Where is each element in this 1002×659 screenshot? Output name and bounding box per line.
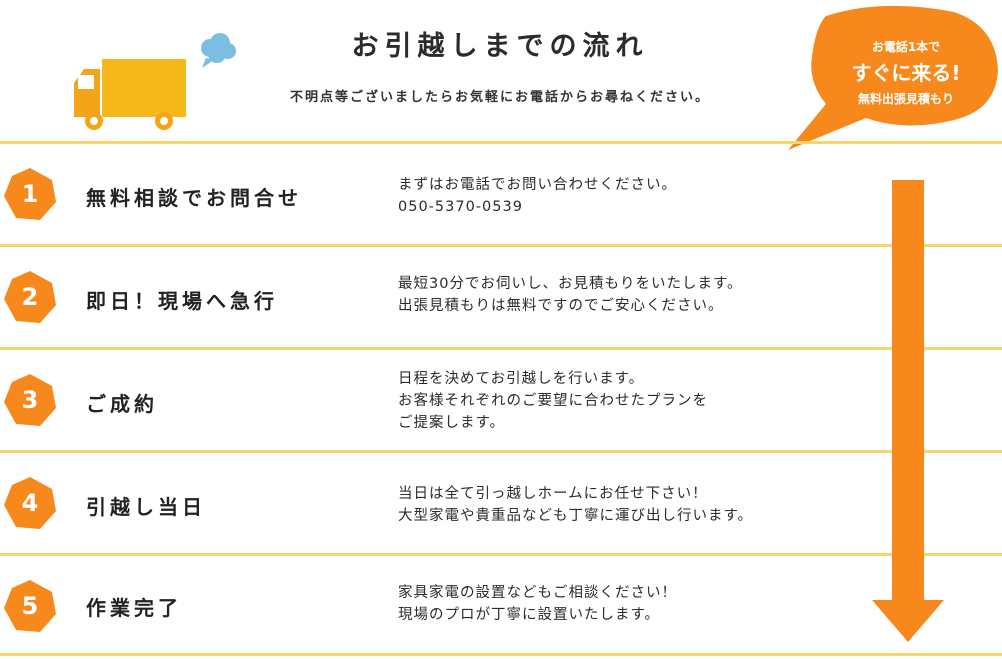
- step-3: 3 ご成約 日程を決めてお引越しを行います。 お客様それぞれのご要望に合わせたプ…: [0, 350, 1002, 453]
- divider: [0, 653, 1002, 656]
- page-header: お引越しまでの流れ 不明点等ございましたらお気軽にお電話からお尋ねください。 お…: [0, 0, 1002, 150]
- step-desc-line: 最短30分でお伺いし、お見積もりをいたします。: [398, 276, 743, 292]
- step-2: 2 即日！現場へ急行 最短30分でお伺いし、お見積もりをいたします。 出張見積も…: [0, 247, 1002, 350]
- step-description: まずはお電話でお問い合わせください。 050-5370-0539: [398, 174, 858, 218]
- step-number: 2: [21, 283, 39, 311]
- divider: [0, 347, 1002, 350]
- divider: [0, 450, 1002, 453]
- step-desc-line: 家具家電の設置などもご相談ください！: [398, 585, 677, 601]
- step-description: 最短30分でお伺いし、お見積もりをいたします。 出張見積もりは無料ですのでご安心…: [398, 273, 858, 317]
- speech-bubble: [788, 5, 998, 150]
- step-description: 日程を決めてお引越しを行います。 お客様それぞれのご要望に合わせたプランを ご提…: [398, 368, 858, 434]
- divider: [0, 244, 1002, 247]
- step-badge: 4: [2, 475, 58, 531]
- step-badge: 5: [2, 578, 58, 634]
- bubble-text: お電話1本で すぐに来る! 無料出張見積もり: [826, 38, 986, 107]
- step-title: 引越し当日: [86, 495, 206, 519]
- step-description: 家具家電の設置などもご相談ください！ 現場のプロが丁寧に設置いたします。: [398, 582, 858, 626]
- truck-icon: [74, 59, 186, 130]
- step-badge: 2: [2, 269, 58, 325]
- step-title: 作業完了: [86, 596, 182, 620]
- step-number: 3: [21, 386, 39, 414]
- page-title: お引越しまでの流れ: [351, 31, 649, 62]
- page-subtitle: 不明点等ございましたらお気軽にお電話からお尋ねください。: [289, 90, 710, 105]
- step-description: 当日は全て引っ越しホームにお任せ下さい！ 大型家電や貴重品なども丁寧に運び出し行…: [398, 483, 858, 527]
- step-desc-line: 大型家電や貴重品なども丁寧に運び出し行います。: [398, 508, 754, 524]
- step-1: 1 無料相談でお問合せ まずはお電話でお問い合わせください。 050-5370-…: [0, 144, 1002, 247]
- step-desc-line: 現場のプロが丁寧に設置いたします。: [398, 607, 661, 623]
- step-number: 1: [21, 180, 39, 208]
- divider: [0, 141, 1002, 144]
- bubble-line-3: 無料出張見積もり: [857, 92, 954, 106]
- step-desc-line: 当日は全て引っ越しホームにお任せ下さい！: [398, 486, 708, 502]
- step-badge: 3: [2, 372, 58, 428]
- step-number: 5: [21, 592, 39, 620]
- step-number: 4: [21, 489, 39, 517]
- step-title: 即日！現場へ急行: [86, 289, 278, 313]
- step-title: 無料相談でお問合せ: [86, 186, 302, 210]
- step-desc-line: 出張見積もりは無料ですのでご安心ください。: [398, 298, 724, 314]
- bubble-line-2: すぐに来る!: [851, 61, 961, 85]
- phone-number[interactable]: 050-5370-0539: [398, 199, 523, 215]
- step-title: ご成約: [86, 392, 158, 416]
- step-4: 4 引越し当日 当日は全て引っ越しホームにお任せ下さい！ 大型家電や貴重品なども…: [0, 453, 1002, 556]
- step-5: 5 作業完了 家具家電の設置などもご相談ください！ 現場のプロが丁寧に設置いたし…: [0, 556, 1002, 659]
- step-badge: 1: [2, 166, 58, 222]
- arrow-down-icon: [872, 180, 944, 642]
- cloud-icon: [201, 33, 236, 68]
- divider: [0, 553, 1002, 556]
- step-desc-line: まずはお電話でお問い合わせください。: [398, 177, 677, 193]
- step-desc-line: 日程を決めてお引越しを行います。: [398, 371, 645, 387]
- bubble-line-1: お電話1本で: [871, 40, 941, 54]
- step-desc-line: ご提案します。: [398, 415, 506, 431]
- step-desc-line: お客様それぞれのご要望に合わせたプランを: [398, 393, 708, 409]
